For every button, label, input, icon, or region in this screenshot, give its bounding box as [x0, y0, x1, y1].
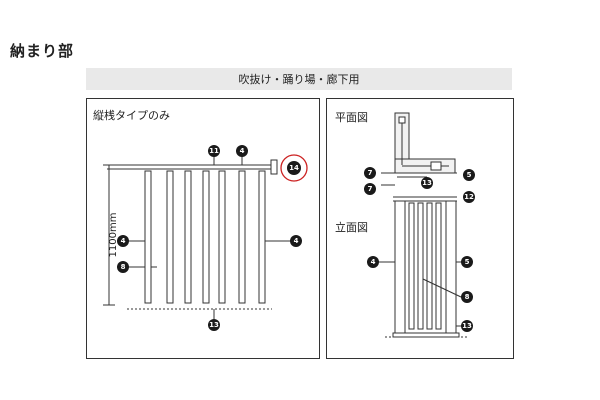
balusters [144, 170, 266, 304]
svg-text:7: 7 [368, 169, 373, 177]
svg-text:11: 11 [209, 147, 219, 155]
plan-and-elevation-diagram: 7 13 5 7 12 4 5 8 13 [364, 112, 475, 338]
highlight-circle [280, 154, 308, 182]
usage-banner-text: 吹抜け・踊り場・廊下用 [238, 73, 360, 86]
baluster [144, 170, 152, 304]
plan-callout-12: 12 [463, 191, 475, 203]
railing-elevation-diagram: 1100mm 11 4 14 4 8 4 13 [103, 145, 308, 331]
height-dimension: 1100mm [108, 213, 119, 258]
elevation-callout-13: 13 [461, 320, 473, 332]
callout-4-left: 4 [117, 235, 129, 247]
detail-drawings-panel: 平面図 立面図 [326, 98, 514, 359]
svg-text:8: 8 [465, 293, 470, 301]
vertical-bar-type-panel: 縦桟タイプのみ [86, 98, 320, 359]
elevation-view-shape [373, 196, 467, 338]
svg-text:13: 13 [462, 322, 472, 330]
svg-text:4: 4 [121, 237, 126, 245]
svg-text:5: 5 [465, 258, 470, 266]
svg-text:5: 5 [467, 171, 472, 179]
elevation-callout-5: 5 [461, 256, 473, 268]
elevation-callout-4: 4 [367, 256, 379, 268]
callout-4-top: 4 [236, 145, 248, 157]
baluster [238, 170, 246, 304]
plan-callout-5: 5 [463, 169, 475, 181]
svg-text:4: 4 [240, 147, 245, 155]
svg-text:13: 13 [422, 179, 432, 187]
baluster [202, 170, 210, 304]
svg-text:4: 4 [294, 237, 299, 245]
elevation-callout-8: 8 [461, 291, 473, 303]
elevation-view-title: 立面図 [335, 221, 368, 234]
plan-view-title: 平面図 [335, 111, 368, 124]
svg-text:7: 7 [368, 185, 373, 193]
baluster [258, 170, 266, 304]
svg-text:4: 4 [371, 258, 376, 266]
baluster [166, 170, 174, 304]
svg-text:13: 13 [209, 321, 219, 329]
end-bracket [270, 159, 278, 175]
callout-14: 14 [287, 161, 301, 175]
plan-callout-7-top: 7 [364, 167, 376, 179]
callout-13: 13 [208, 319, 220, 331]
svg-text:8: 8 [121, 263, 126, 271]
baluster [184, 170, 192, 304]
callout-11: 11 [208, 145, 220, 157]
page-title: 納まり部 [10, 42, 75, 60]
plan-callout-7-bottom: 7 [364, 183, 376, 195]
plan-callout-13: 13 [421, 177, 433, 189]
callout-4-right: 4 [290, 235, 302, 247]
svg-text:14: 14 [289, 164, 299, 172]
svg-text:12: 12 [464, 193, 474, 201]
usage-banner: 吹抜け・踊り場・廊下用 [86, 68, 512, 90]
callout-8: 8 [117, 261, 129, 273]
plan-view-shape [381, 112, 457, 186]
panel-title-vertical-bar: 縦桟タイプのみ [93, 109, 170, 122]
baluster [218, 170, 226, 304]
